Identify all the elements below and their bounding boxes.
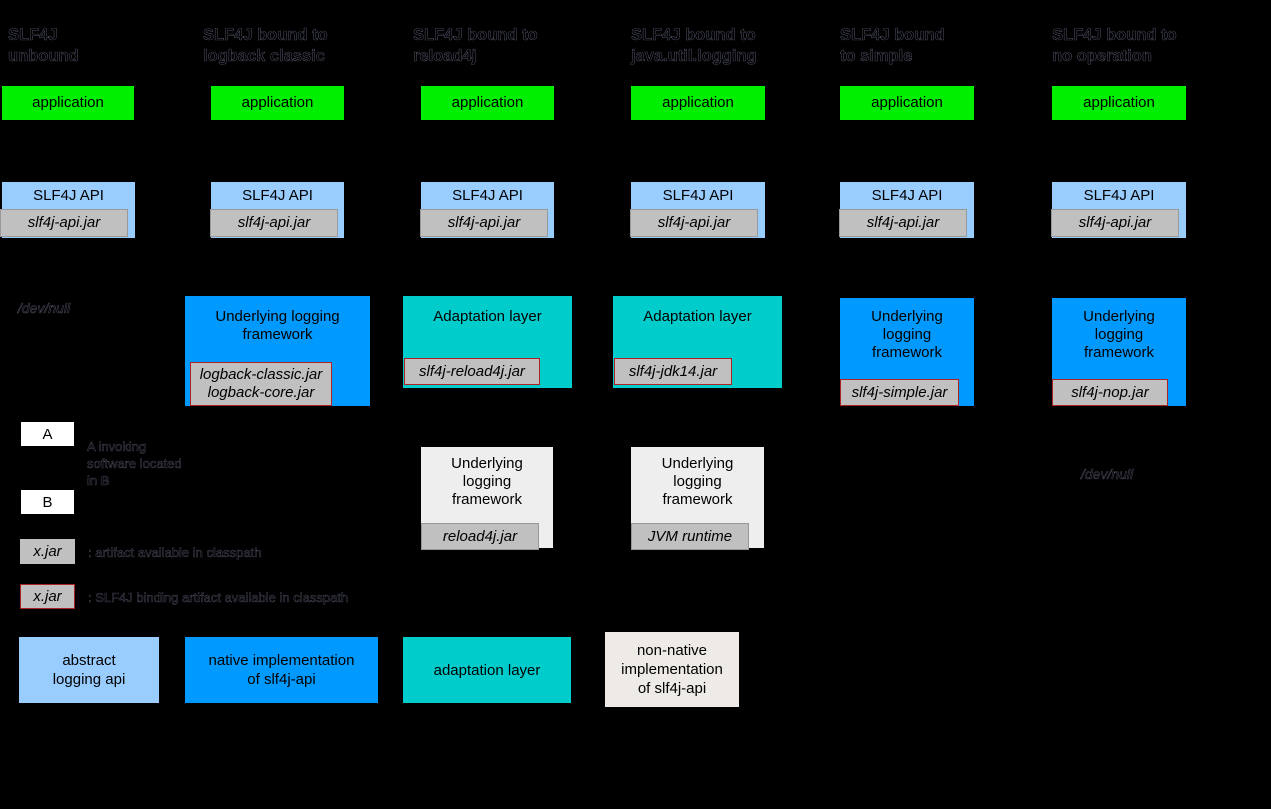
jar-chip-logback[interactable]: logback-classic.jar logback-core.jar: [190, 362, 332, 406]
legend-swatch-label: abstract logging api: [52, 652, 126, 688]
legend-chip-artifact: x.jar: [20, 539, 75, 564]
legend-swatch-adaptation-layer: adaptation layer: [403, 637, 571, 703]
arrow-application-to-api-no-operation: [1110, 140, 1128, 182]
api-title: SLF4J API: [452, 187, 523, 204]
legend-invocation-description: A invoking software located in B: [87, 439, 182, 488]
api-box-reload4j[interactable]: SLF4J API slf4j-api.jar: [420, 182, 554, 238]
application-label: application: [241, 94, 314, 111]
framework-title: Underlying logging framework: [215, 308, 340, 343]
underlying-title: Underlying logging framework: [451, 455, 523, 508]
application-box-reload4j[interactable]: application: [421, 86, 554, 120]
jar-chip-slf4j-nop[interactable]: slf4j-nop.jar: [1052, 379, 1168, 406]
arrow-api-to-binding-simple: [898, 262, 916, 300]
column-heading-simple: SLF4J bound to simple: [840, 26, 945, 65]
api-box-unbound[interactable]: SLF4J API slf4j-api.jar: [0, 182, 135, 238]
application-label: application: [662, 94, 734, 111]
jar-chip-slf4j-api[interactable]: slf4j-api.jar: [1051, 209, 1179, 237]
api-box-logback-classic[interactable]: SLF4J API slf4j-api.jar: [210, 182, 344, 238]
jar-chip-jvm-runtime[interactable]: JVM runtime: [631, 523, 749, 550]
arrow-adaptation-to-underlying-reload4j: [479, 422, 497, 456]
api-title: SLF4J API: [662, 187, 734, 204]
legend-swatch-label: non-native implementation of slf4j-api: [621, 642, 723, 697]
application-label: application: [1083, 94, 1155, 111]
underlying-box-reload4j[interactable]: Underlying logging framework reload4j.ja…: [421, 447, 553, 550]
legend-chip-binding-artifact: x.jar: [20, 584, 75, 609]
legend-box-b: B: [20, 489, 75, 515]
api-title: SLF4J API: [871, 187, 943, 204]
jar-chip-slf4j-api[interactable]: slf4j-api.jar: [420, 209, 548, 237]
arrow-api-to-devnull-unbound: [60, 262, 78, 300]
jar-chip-slf4j-reload4j[interactable]: slf4j-reload4j.jar: [404, 358, 540, 385]
column-heading-java-util-logging: SLF4J bound to java.util.logging: [631, 26, 757, 65]
legend-swatch-non-native-implementation: non-native implementation of slf4j-api: [605, 632, 739, 707]
adaptation-box-reload4j[interactable]: Adaptation layer slf4j-reload4j.jar: [403, 296, 572, 388]
adaptation-title: Adaptation layer: [643, 308, 752, 325]
api-box-simple[interactable]: SLF4J API slf4j-api.jar: [839, 182, 974, 238]
legend-box-a: A: [20, 421, 75, 447]
api-box-no-operation[interactable]: SLF4J API slf4j-api.jar: [1051, 182, 1186, 238]
framework-box-simple[interactable]: Underlying logging framework slf4j-simpl…: [840, 298, 974, 406]
application-label: application: [32, 94, 104, 111]
adaptation-box-java-util-logging[interactable]: Adaptation layer slf4j-jdk14.jar: [613, 296, 782, 388]
legend-artifact-description: : artifact available in classpath: [88, 545, 262, 560]
underlying-box-java-util-logging[interactable]: Underlying logging framework JVM runtime: [631, 447, 764, 550]
arrow-api-to-binding-no-operation: [1110, 262, 1128, 300]
jar-chip-slf4j-simple[interactable]: slf4j-simple.jar: [840, 379, 959, 406]
arrow-application-to-api-java-util-logging: [689, 140, 707, 182]
devnull-label-unbound: /dev/null: [18, 300, 71, 316]
application-box-logback-classic[interactable]: application: [211, 86, 344, 120]
api-box-java-util-logging[interactable]: SLF4J API slf4j-api.jar: [630, 182, 765, 238]
application-box-simple[interactable]: application: [840, 86, 974, 120]
legend-swatch-abstract-logging-api: abstract logging api: [19, 637, 159, 703]
framework-box-no-operation[interactable]: Underlying logging framework slf4j-nop.j…: [1052, 298, 1186, 406]
legend-binding-artifact-description: : SLF4J binding artifact available in cl…: [88, 590, 349, 605]
jar-chip-slf4j-api[interactable]: slf4j-api.jar: [839, 209, 967, 237]
application-label: application: [871, 94, 943, 111]
column-heading-no-operation: SLF4J bound to no operation: [1052, 26, 1177, 65]
arrow-application-to-api-reload4j: [479, 140, 497, 182]
application-label: application: [451, 94, 524, 111]
arrow-application-to-api-simple: [898, 140, 916, 182]
jar-chip-slf4j-api[interactable]: slf4j-api.jar: [210, 209, 338, 237]
arrow-api-to-binding-reload4j: [479, 262, 497, 300]
arrow-application-to-api-logback-classic: [269, 140, 287, 182]
framework-title: Underlying logging framework: [871, 308, 943, 361]
application-box-no-operation[interactable]: application: [1052, 86, 1186, 120]
arrow-api-to-binding-logback-classic: [269, 262, 287, 300]
column-heading-reload4j: SLF4J bound to reload4j: [413, 26, 538, 65]
column-heading-logback-classic: SLF4J bound to logback classic: [203, 26, 328, 65]
arrow-adaptation-to-underlying-java-util-logging: [689, 422, 707, 456]
framework-title: Underlying logging framework: [1083, 308, 1155, 361]
underlying-title: Underlying logging framework: [661, 455, 734, 508]
legend-arrow-a-to-b: [39, 452, 57, 488]
legend-swatch-native-implementation: native implementation of slf4j-api: [185, 637, 378, 703]
jar-chip-slf4j-jdk14[interactable]: slf4j-jdk14.jar: [614, 358, 732, 385]
jar-chip-slf4j-api[interactable]: slf4j-api.jar: [0, 209, 128, 237]
legend-swatch-label: native implementation of slf4j-api: [208, 652, 355, 688]
application-box-java-util-logging[interactable]: application: [631, 86, 765, 120]
api-title: SLF4J API: [242, 187, 313, 204]
legend-swatch-label: adaptation layer: [433, 661, 541, 679]
jar-chip-slf4j-api[interactable]: slf4j-api.jar: [630, 209, 758, 237]
application-box-unbound[interactable]: application: [2, 86, 134, 120]
jar-chip-reload4j[interactable]: reload4j.jar: [421, 523, 539, 550]
column-heading-unbound: SLF4J unbound: [8, 26, 79, 65]
api-title: SLF4J API: [33, 187, 104, 204]
arrow-api-to-binding-java-util-logging: [689, 262, 707, 300]
devnull-label-no-operation: /dev/null: [1081, 466, 1134, 482]
adaptation-title: Adaptation layer: [433, 308, 542, 325]
arrow-application-to-api-unbound: [60, 140, 78, 182]
api-title: SLF4J API: [1083, 187, 1155, 204]
arrow-framework-to-devnull-no-operation: [1110, 438, 1128, 472]
framework-box-logback-classic[interactable]: Underlying logging framework logback-cla…: [185, 296, 370, 406]
